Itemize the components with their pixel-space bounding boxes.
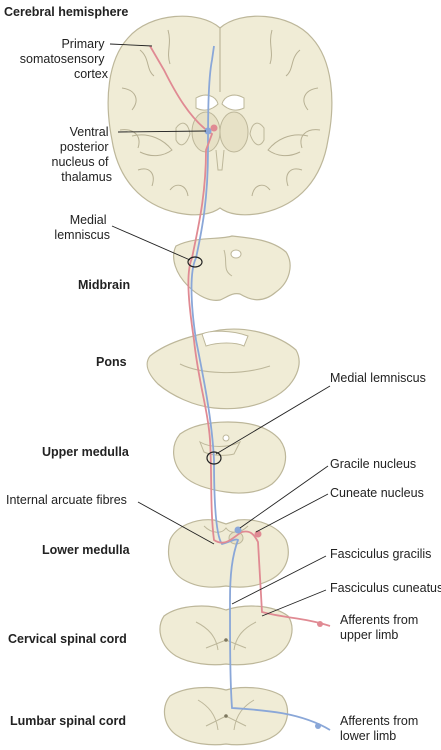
level-lumbar-spinal-cord: Lumbar spinal cord xyxy=(10,714,126,728)
gracile-nucleus-dot xyxy=(234,526,242,534)
medial-lemniscus-medulla-marker xyxy=(206,451,222,465)
label-fasciculus-gracilis: Fasciculus gracilis xyxy=(330,547,431,561)
leader-lines xyxy=(109,43,331,617)
medial-lemniscus-midbrain-marker xyxy=(187,256,203,268)
level-pons: Pons xyxy=(96,355,127,369)
cerebral-hemisphere-section xyxy=(107,15,333,216)
pons-section xyxy=(146,328,300,410)
label-primary-cortex: Primary somatosensory cortex xyxy=(20,37,109,81)
cervical-spinal-cord-section xyxy=(159,605,293,666)
label-afferents-upper-limb: Afferents from upper limb xyxy=(340,613,422,642)
upper-limb-pathway xyxy=(149,45,331,627)
vpn-pink-synapse xyxy=(210,124,218,132)
label-cuneate-nucleus: Cuneate nucleus xyxy=(330,486,424,500)
lower-medulla-section xyxy=(167,519,289,588)
label-gracile-nucleus: Gracile nucleus xyxy=(330,457,416,471)
label-ventral-posterior-nucleus: Ventral posterior nucleus of thalamus xyxy=(52,125,112,184)
lumbar-spinal-cord-section xyxy=(163,686,289,746)
cuneate-nucleus-dot xyxy=(254,530,262,538)
label-medial-lemniscus-right: Medial lemniscus xyxy=(330,371,426,385)
label-medial-lemniscus-left: Medial lemniscus xyxy=(54,213,110,242)
label-fasciculus-cuneatus: Fasciculus cuneatus xyxy=(330,581,441,595)
vpn-blue-synapse xyxy=(204,127,212,135)
upper-medulla-section xyxy=(173,421,287,494)
level-midbrain: Midbrain xyxy=(78,278,130,292)
upper-limb-ganglion xyxy=(317,621,323,627)
level-cervical-spinal-cord: Cervical spinal cord xyxy=(8,632,127,646)
level-upper-medulla: Upper medulla xyxy=(42,445,130,459)
label-internal-arcuate-fibres: Internal arcuate fibres xyxy=(6,493,127,507)
level-lower-medulla: Lower medulla xyxy=(42,543,131,557)
diagram-title: Cerebral hemisphere xyxy=(4,5,128,19)
lower-limb-pathway xyxy=(190,45,331,731)
label-afferents-lower-limb: Afferents from lower limb xyxy=(340,714,422,743)
lower-limb-ganglion xyxy=(315,723,321,729)
